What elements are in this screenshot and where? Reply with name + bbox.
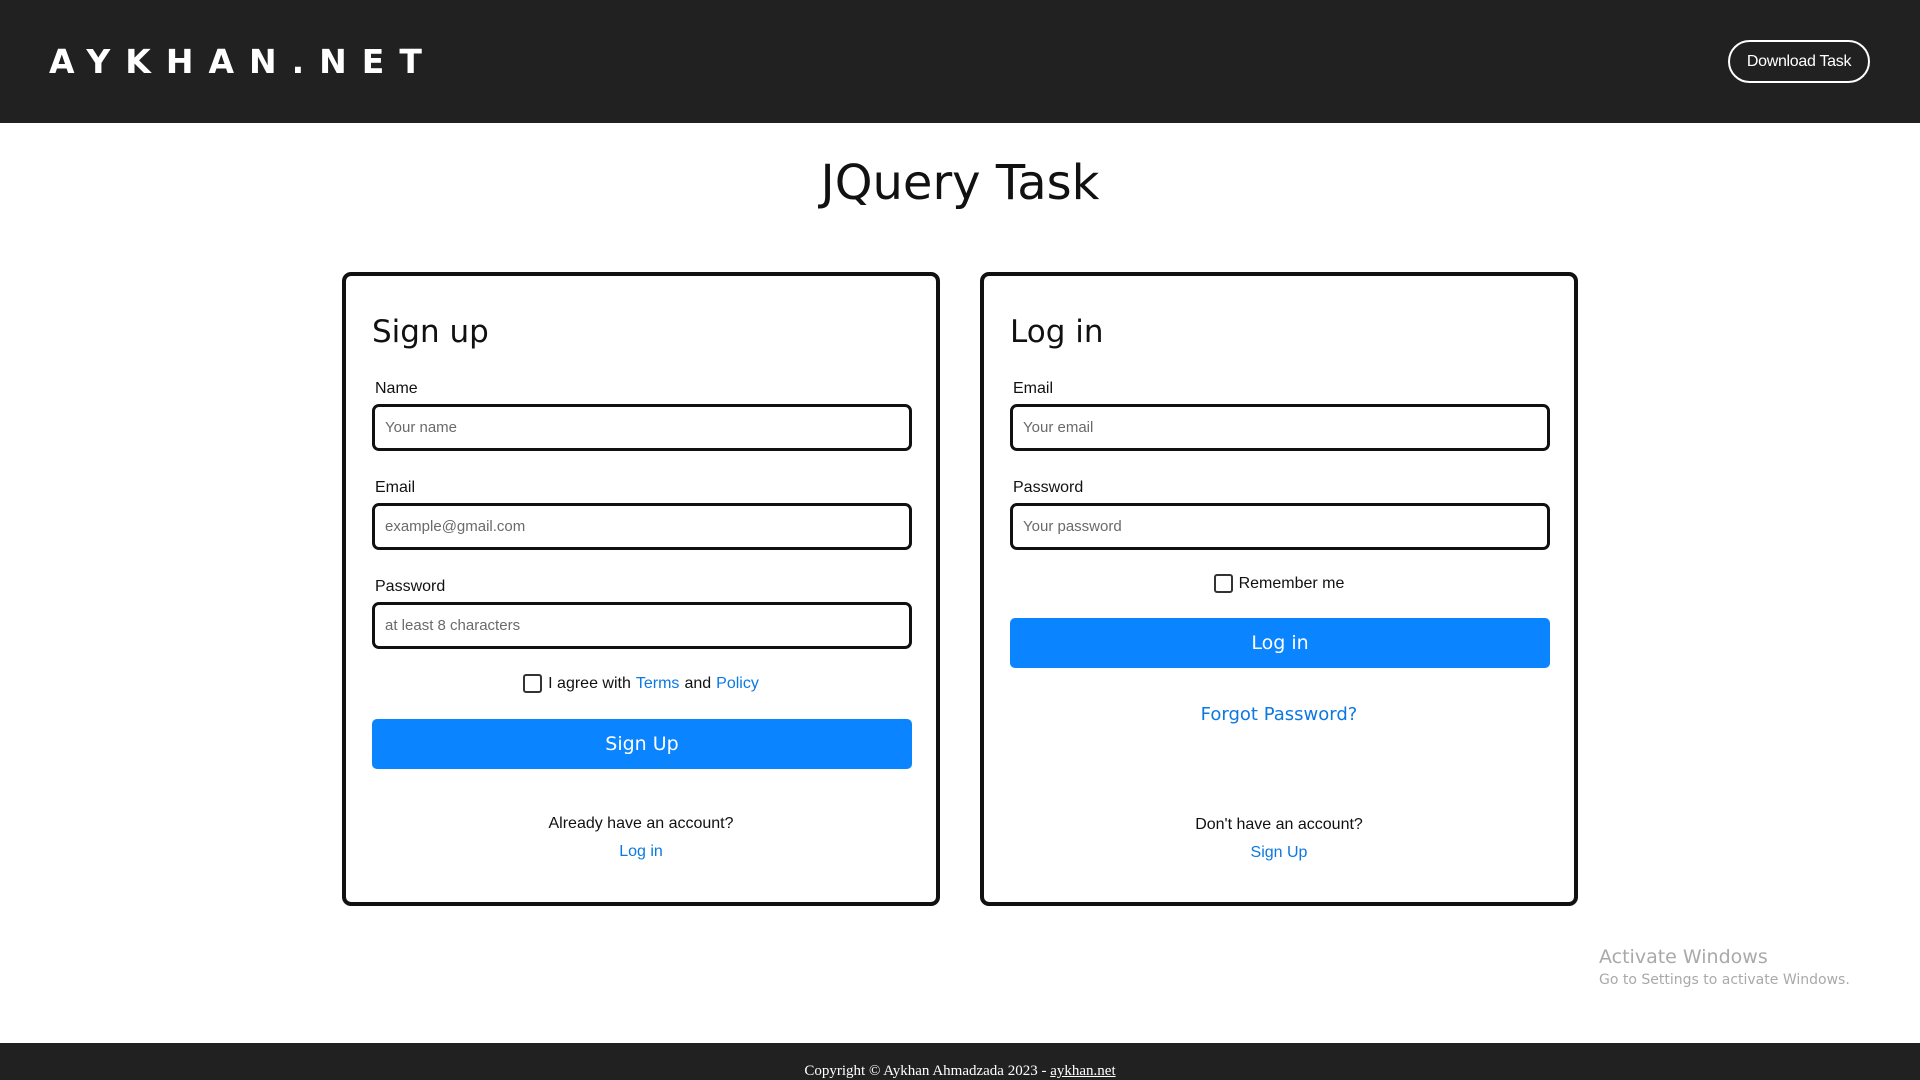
activate-windows-watermark: Activate Windows Go to Settings to activ… xyxy=(1599,946,1850,988)
login-title: Log in xyxy=(1010,314,1104,350)
site-logo[interactable]: AYKHAN.NET xyxy=(49,42,437,81)
login-button[interactable]: Log in xyxy=(1010,618,1550,668)
login-email-label: Email xyxy=(1013,380,1054,397)
no-account-text: Don't have an account? xyxy=(1195,816,1363,833)
agree-row: I agree with Terms and Policy xyxy=(372,674,910,693)
signup-button[interactable]: Sign Up xyxy=(372,719,912,769)
agree-checkbox[interactable] xyxy=(523,674,543,693)
signup-email-input[interactable] xyxy=(372,503,912,550)
watermark-subtitle: Go to Settings to activate Windows. xyxy=(1599,972,1850,988)
remember-checkbox[interactable] xyxy=(1213,574,1233,593)
and-text: and xyxy=(684,674,712,692)
terms-link[interactable]: Terms xyxy=(635,674,680,692)
agree-text: I agree with xyxy=(548,674,631,692)
signup-password-label: Password xyxy=(375,578,446,595)
login-password-input[interactable] xyxy=(1010,503,1550,550)
signup-email-label: Email xyxy=(375,479,416,496)
footer: Copyright © Aykhan Ahmadzada 2023 - aykh… xyxy=(0,1043,1920,1080)
copyright-text: Copyright © Aykhan Ahmadzada 2023 - xyxy=(804,1063,1051,1079)
already-have-account-text: Already have an account? xyxy=(548,815,734,832)
remember-row: Remember me xyxy=(1010,574,1548,593)
signup-password-input[interactable] xyxy=(372,602,912,649)
login-card: Log in Email Password Remember me Log in… xyxy=(980,272,1578,906)
download-task-button[interactable]: Download Task xyxy=(1728,40,1870,83)
page-title: JQuery Task xyxy=(820,155,1100,211)
signup-name-input[interactable] xyxy=(372,404,912,451)
footer-site-link[interactable]: aykhan.net xyxy=(1050,1063,1116,1079)
signup-name-label: Name xyxy=(375,380,418,397)
goto-signup-link[interactable]: Sign Up xyxy=(1250,844,1308,861)
remember-text: Remember me xyxy=(1238,574,1345,592)
login-email-input[interactable] xyxy=(1010,404,1550,451)
login-password-label: Password xyxy=(1013,479,1084,496)
forgot-password-link[interactable]: Forgot Password? xyxy=(1200,704,1358,725)
signup-card: Sign up Name Email Password I agree with… xyxy=(342,272,940,906)
signup-title: Sign up xyxy=(372,314,489,350)
goto-login-link[interactable]: Log in xyxy=(619,843,663,860)
policy-link[interactable]: Policy xyxy=(716,674,759,692)
top-navbar: AYKHAN.NET Download Task xyxy=(0,0,1920,123)
watermark-title: Activate Windows xyxy=(1599,946,1768,968)
